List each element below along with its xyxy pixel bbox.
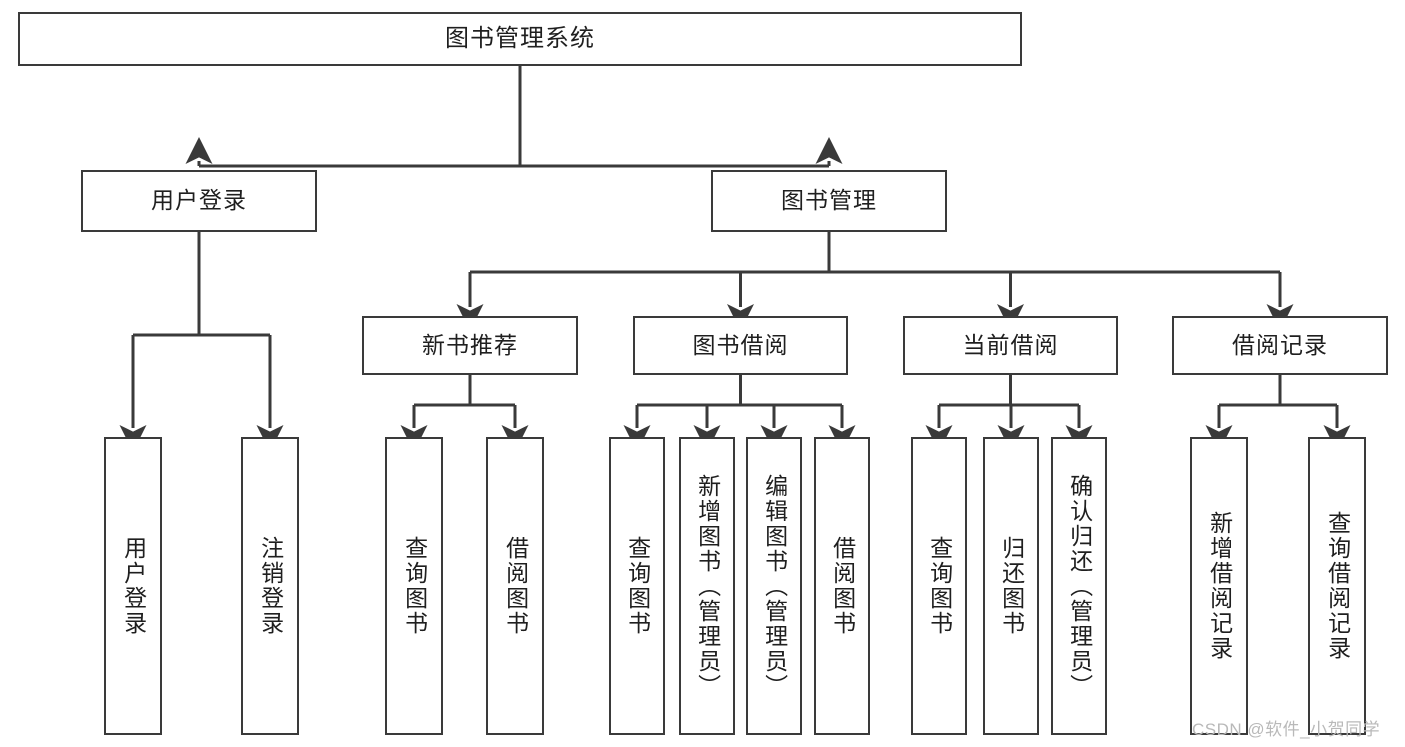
node-leaf-rec-query[interactable]: 查询图书 bbox=[385, 437, 443, 735]
node-label: 查询图书 bbox=[624, 536, 651, 636]
node-label: 图书管理系统 bbox=[445, 24, 595, 52]
node-leaf-bb-query[interactable]: 查询图书 bbox=[609, 437, 665, 735]
node-label: 借阅记录 bbox=[1232, 331, 1328, 358]
node-label: 图书借阅 bbox=[692, 331, 789, 358]
node-label: 当前借阅 bbox=[962, 331, 1059, 358]
node-label: 归还图书 bbox=[998, 536, 1025, 636]
node-leaf-cb-query[interactable]: 查询图书 bbox=[911, 437, 967, 735]
node-label: 新增图书（管理员） bbox=[694, 473, 721, 699]
node-leaf-bb-add[interactable]: 新增图书（管理员） bbox=[679, 437, 735, 735]
node-leaf-cb-return[interactable]: 归还图书 bbox=[983, 437, 1039, 735]
node-leaf-bb-edit[interactable]: 编辑图书（管理员） bbox=[746, 437, 802, 735]
node-label: 图书管理 bbox=[781, 187, 877, 214]
node-leaf-cb-confirm[interactable]: 确认归还（管理员） bbox=[1051, 437, 1107, 735]
node-leaf-rec-borrow[interactable]: 借阅图书 bbox=[486, 437, 544, 735]
node-borrow-record[interactable]: 借阅记录 bbox=[1172, 316, 1388, 375]
node-leaf-br-add[interactable]: 新增借阅记录 bbox=[1190, 437, 1248, 735]
node-label: 查询图书 bbox=[401, 536, 428, 636]
node-label: 新增借阅记录 bbox=[1206, 511, 1233, 661]
node-user-login[interactable]: 用户登录 bbox=[81, 170, 317, 232]
node-label: 查询借阅记录 bbox=[1324, 511, 1351, 661]
node-book-manage[interactable]: 图书管理 bbox=[711, 170, 947, 232]
node-label: 确认归还（管理员） bbox=[1066, 473, 1093, 699]
node-leaf-bb-borrow[interactable]: 借阅图书 bbox=[814, 437, 870, 735]
node-label: 新书推荐 bbox=[422, 331, 518, 358]
node-label: 用户登录 bbox=[120, 536, 147, 636]
node-leaf-user-logout[interactable]: 注销登录 bbox=[241, 437, 299, 735]
node-label: 查询图书 bbox=[926, 536, 953, 636]
node-label: 借阅图书 bbox=[502, 536, 529, 636]
node-leaf-user-login[interactable]: 用户登录 bbox=[104, 437, 162, 735]
node-new-book-rec[interactable]: 新书推荐 bbox=[362, 316, 578, 375]
node-root[interactable]: 图书管理系统 bbox=[18, 12, 1022, 66]
node-label: 编辑图书（管理员） bbox=[761, 473, 788, 699]
node-label: 注销登录 bbox=[257, 536, 284, 636]
node-current-borrow[interactable]: 当前借阅 bbox=[903, 316, 1118, 375]
node-label: 用户登录 bbox=[151, 187, 247, 214]
node-leaf-br-query[interactable]: 查询借阅记录 bbox=[1308, 437, 1366, 735]
node-label: 借阅图书 bbox=[829, 536, 856, 636]
node-book-borrow[interactable]: 图书借阅 bbox=[633, 316, 848, 375]
csdn-watermark: CSDN @软件_小贺同学 bbox=[1192, 720, 1381, 739]
